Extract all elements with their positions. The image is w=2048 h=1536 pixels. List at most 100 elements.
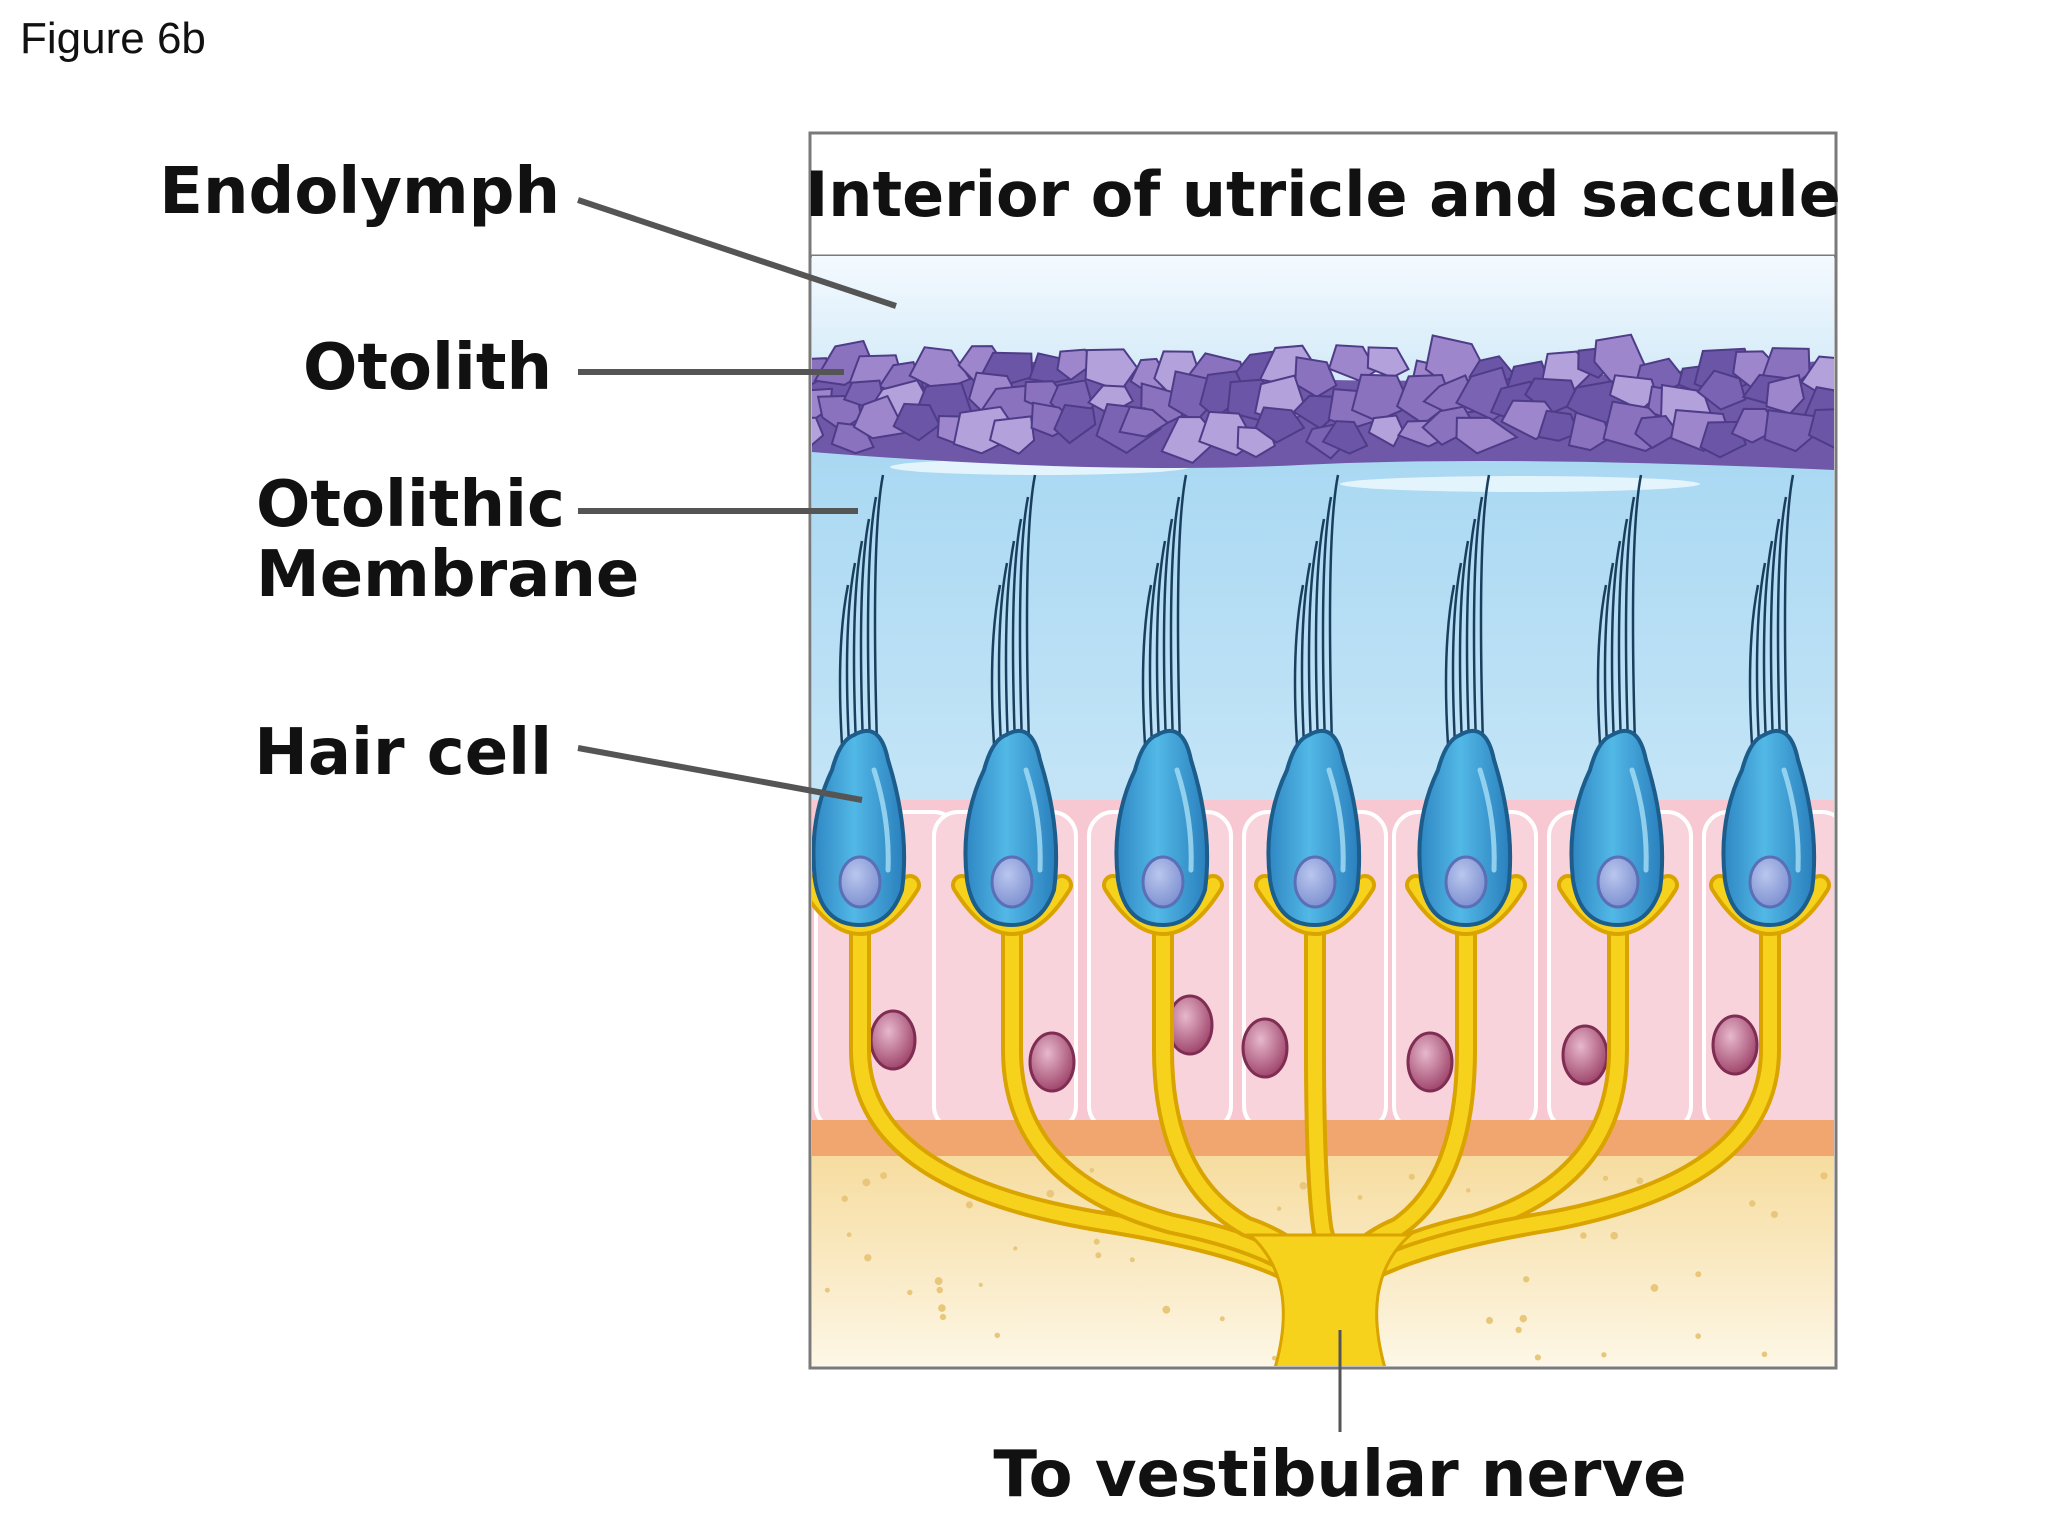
tissue-speckle (1162, 1305, 1171, 1314)
stereocilium (845, 562, 857, 746)
stereocilium (873, 474, 885, 746)
stereocilium (859, 518, 871, 746)
stereocilium (1444, 584, 1456, 746)
support-cell-nucleus (1241, 1017, 1289, 1079)
tissue-speckle (1580, 1232, 1587, 1239)
hair-cell-nucleus (990, 855, 1034, 909)
support-cell-nucleus (869, 1009, 917, 1071)
tissue-speckle (880, 1172, 888, 1180)
stereocilium (1169, 496, 1181, 746)
tissue-speckle (994, 1332, 1001, 1339)
stereocilium (1762, 540, 1774, 746)
tissue-speckle (1636, 1177, 1644, 1185)
support-cell-nucleus (1561, 1024, 1609, 1086)
stereocilium (1472, 496, 1484, 746)
support-cell-nucleus (1711, 1014, 1759, 1076)
stereocilium (1155, 540, 1167, 746)
hair-cell-body (963, 728, 1059, 928)
tissue-speckle (934, 1277, 943, 1285)
tissue-speckle (1522, 1276, 1530, 1283)
otolith-crystal (1367, 414, 1404, 448)
tissue-speckle (841, 1195, 848, 1202)
tissue-speckle (1519, 1314, 1528, 1323)
label-nerve: To vestibular nerve (993, 1438, 1686, 1512)
label-hair-cell: Hair cell (254, 716, 552, 790)
label-otolithic: Otolithic (256, 468, 565, 542)
stereocilium (1748, 584, 1760, 746)
hair-cell-nucleus (1444, 855, 1488, 909)
tissue-speckle (1602, 1175, 1609, 1181)
hair-cell-nucleus (1748, 855, 1792, 909)
tissue-speckle (1466, 1188, 1471, 1193)
hair-cell-highlight (1629, 767, 1649, 873)
stereocilium (1004, 540, 1016, 746)
stereocilium (1603, 562, 1615, 746)
stereocilium (1458, 540, 1470, 746)
otolith-crystal (1696, 369, 1747, 411)
tissue-speckle (936, 1286, 943, 1294)
otolith-crystal (1455, 416, 1519, 455)
hair-cell-highlight (871, 767, 891, 873)
otolith-crystal (1118, 405, 1170, 438)
tissue-speckle (824, 1287, 830, 1293)
otolith-crystal (1765, 373, 1805, 415)
stereocilium (1300, 562, 1312, 746)
hair-cell-highlight (1781, 767, 1801, 873)
hair-cell-body (1721, 728, 1817, 928)
stereocilium (1018, 496, 1030, 746)
stereocilium (1141, 584, 1153, 746)
hair-cell-body (812, 728, 907, 928)
stereocilium (1314, 518, 1326, 746)
tissue-speckle (939, 1313, 947, 1321)
tissue-speckle (965, 1201, 973, 1209)
stereocilium (1162, 518, 1174, 746)
hair-cell-body (1114, 728, 1210, 928)
endolymph-leader (577, 197, 897, 309)
tissue-speckle (1046, 1189, 1055, 1198)
stereocilium (1328, 474, 1340, 746)
otolith-crystal (1567, 411, 1612, 452)
stereocilium (1451, 562, 1463, 746)
tissue-speckle (938, 1304, 946, 1312)
tissue-speckle (1271, 1355, 1277, 1361)
tissue-speckle (1695, 1271, 1702, 1278)
support-cell-nucleus (1028, 1031, 1076, 1093)
stereocilium (1596, 584, 1608, 746)
tissue-speckle (1749, 1200, 1756, 1207)
tissue-speckle (1299, 1181, 1308, 1190)
stereocilium (1176, 474, 1188, 746)
stereocilium (990, 584, 1002, 746)
nerve-fibers (849, 894, 1781, 1366)
stereocilium (866, 496, 878, 746)
tissue-speckle (1610, 1231, 1618, 1240)
tissue-speckle (1820, 1172, 1828, 1180)
tissue-speckle (978, 1282, 983, 1287)
otolith-crystal (1294, 356, 1338, 399)
stereocilium (1479, 474, 1491, 746)
tissue-speckle (1485, 1316, 1494, 1325)
membrane-highlight (1340, 476, 1700, 492)
stereocilium (1148, 562, 1160, 746)
support-cell-nucleus (1406, 1031, 1454, 1093)
hair-cell-nucleus (1596, 855, 1640, 909)
otolith-crystal (1421, 405, 1477, 447)
support-cell-nucleus (1166, 994, 1214, 1056)
hair-cell-body (1266, 728, 1362, 928)
label-endolymph: Endolymph (159, 155, 560, 229)
tissue-speckle (1089, 1167, 1095, 1173)
tissue-speckle (846, 1232, 852, 1238)
stereocilium (852, 540, 864, 746)
hair-cell-nucleus (838, 855, 882, 909)
stereocilium (1631, 474, 1643, 746)
hair-cell-body (1417, 728, 1513, 928)
otolith-layer (812, 333, 1834, 470)
stereocilium (1025, 474, 1037, 746)
hair-cell-nucleus (1293, 855, 1337, 909)
tissue-speckle (1770, 1210, 1778, 1218)
stereocilium (1624, 496, 1636, 746)
otolith-crystal (1537, 409, 1581, 442)
stereocilium (1321, 496, 1333, 746)
hair-cells (812, 474, 1831, 936)
tissue-speckle (1695, 1333, 1701, 1339)
